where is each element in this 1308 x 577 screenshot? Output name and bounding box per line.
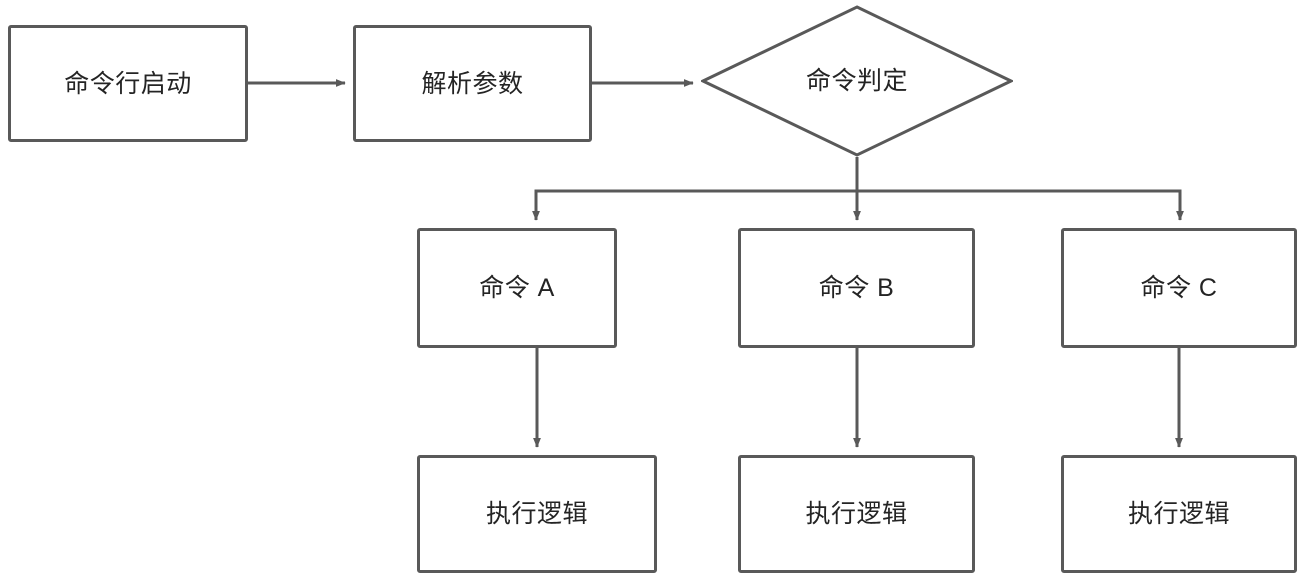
node-exec-c[interactable]: 执行逻辑 <box>1061 455 1297 573</box>
node-parse[interactable]: 解析参数 <box>353 25 592 142</box>
node-exec-b-label: 执行逻辑 <box>805 500 908 528</box>
node-exec-a-label: 执行逻辑 <box>485 500 588 528</box>
node-start-label: 命令行启动 <box>64 69 192 98</box>
node-exec-a[interactable]: 执行逻辑 <box>417 455 657 573</box>
node-cmd-b[interactable]: 命令 B <box>738 228 975 348</box>
node-decision[interactable]: 命令判定 <box>701 5 1013 157</box>
node-cmd-b-label: 命令 B <box>818 274 895 302</box>
node-parse-label: 解析参数 <box>421 69 524 98</box>
node-cmd-c[interactable]: 命令 C <box>1061 228 1297 348</box>
node-decision-label: 命令判定 <box>805 67 908 95</box>
node-cmd-a-label: 命令 A <box>479 274 555 302</box>
node-exec-b[interactable]: 执行逻辑 <box>738 455 975 573</box>
node-exec-c-label: 执行逻辑 <box>1127 500 1230 528</box>
node-start[interactable]: 命令行启动 <box>8 25 248 142</box>
node-cmd-a[interactable]: 命令 A <box>417 228 617 348</box>
diamond-shape-icon <box>701 5 1013 157</box>
node-cmd-c-label: 命令 C <box>1140 274 1218 302</box>
